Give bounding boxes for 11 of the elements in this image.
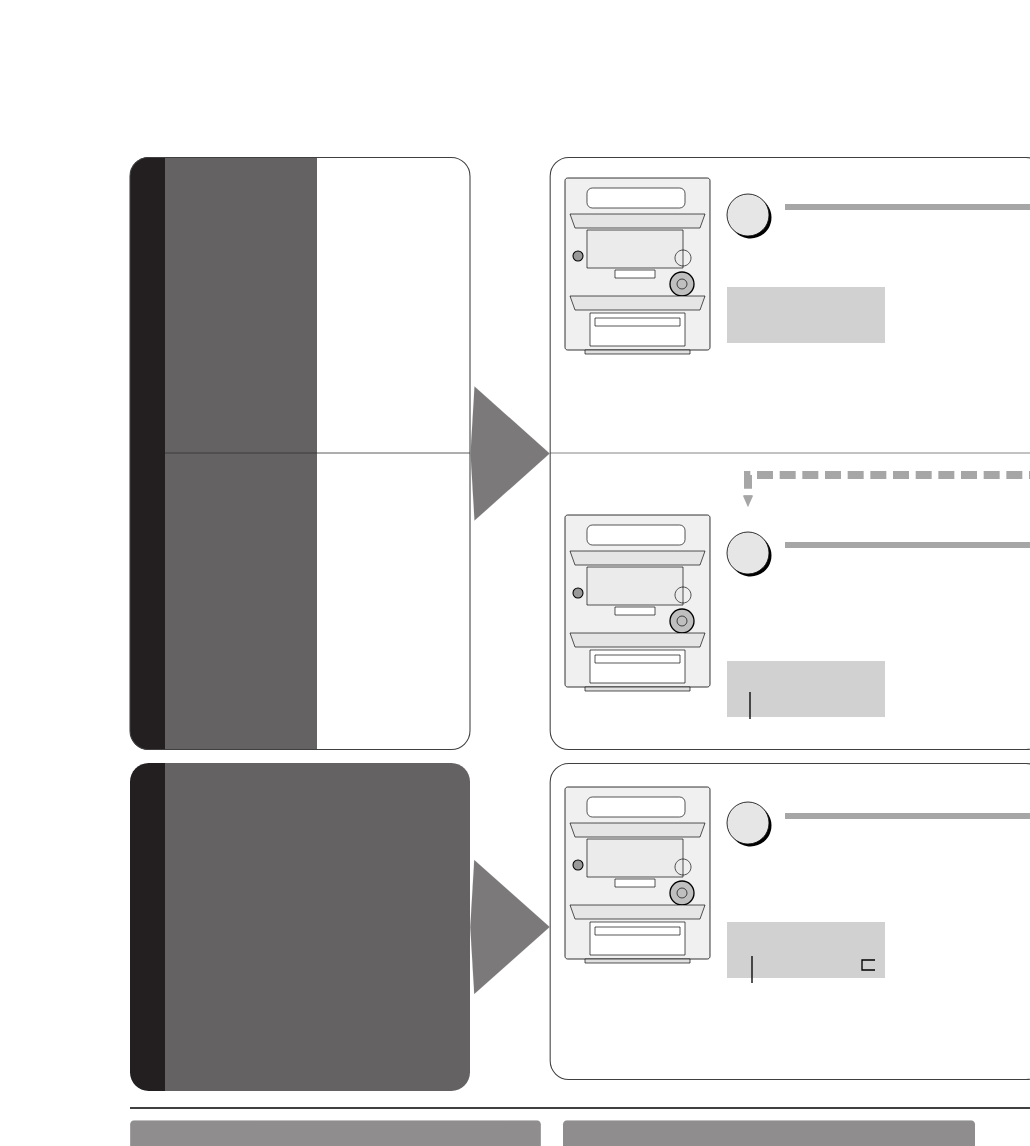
section-bar bbox=[130, 1120, 541, 1146]
chevron-arrow bbox=[470, 859, 550, 995]
panel-box bbox=[549, 762, 1030, 1081]
step-circle bbox=[726, 193, 772, 239]
chevron-arrow bbox=[470, 386, 550, 521]
section-bar bbox=[563, 1120, 975, 1146]
panel-box bbox=[129, 156, 471, 751]
step-circle bbox=[726, 801, 772, 847]
step-circle bbox=[726, 531, 772, 577]
panel-box bbox=[549, 156, 1030, 751]
panel-box bbox=[130, 763, 470, 1091]
